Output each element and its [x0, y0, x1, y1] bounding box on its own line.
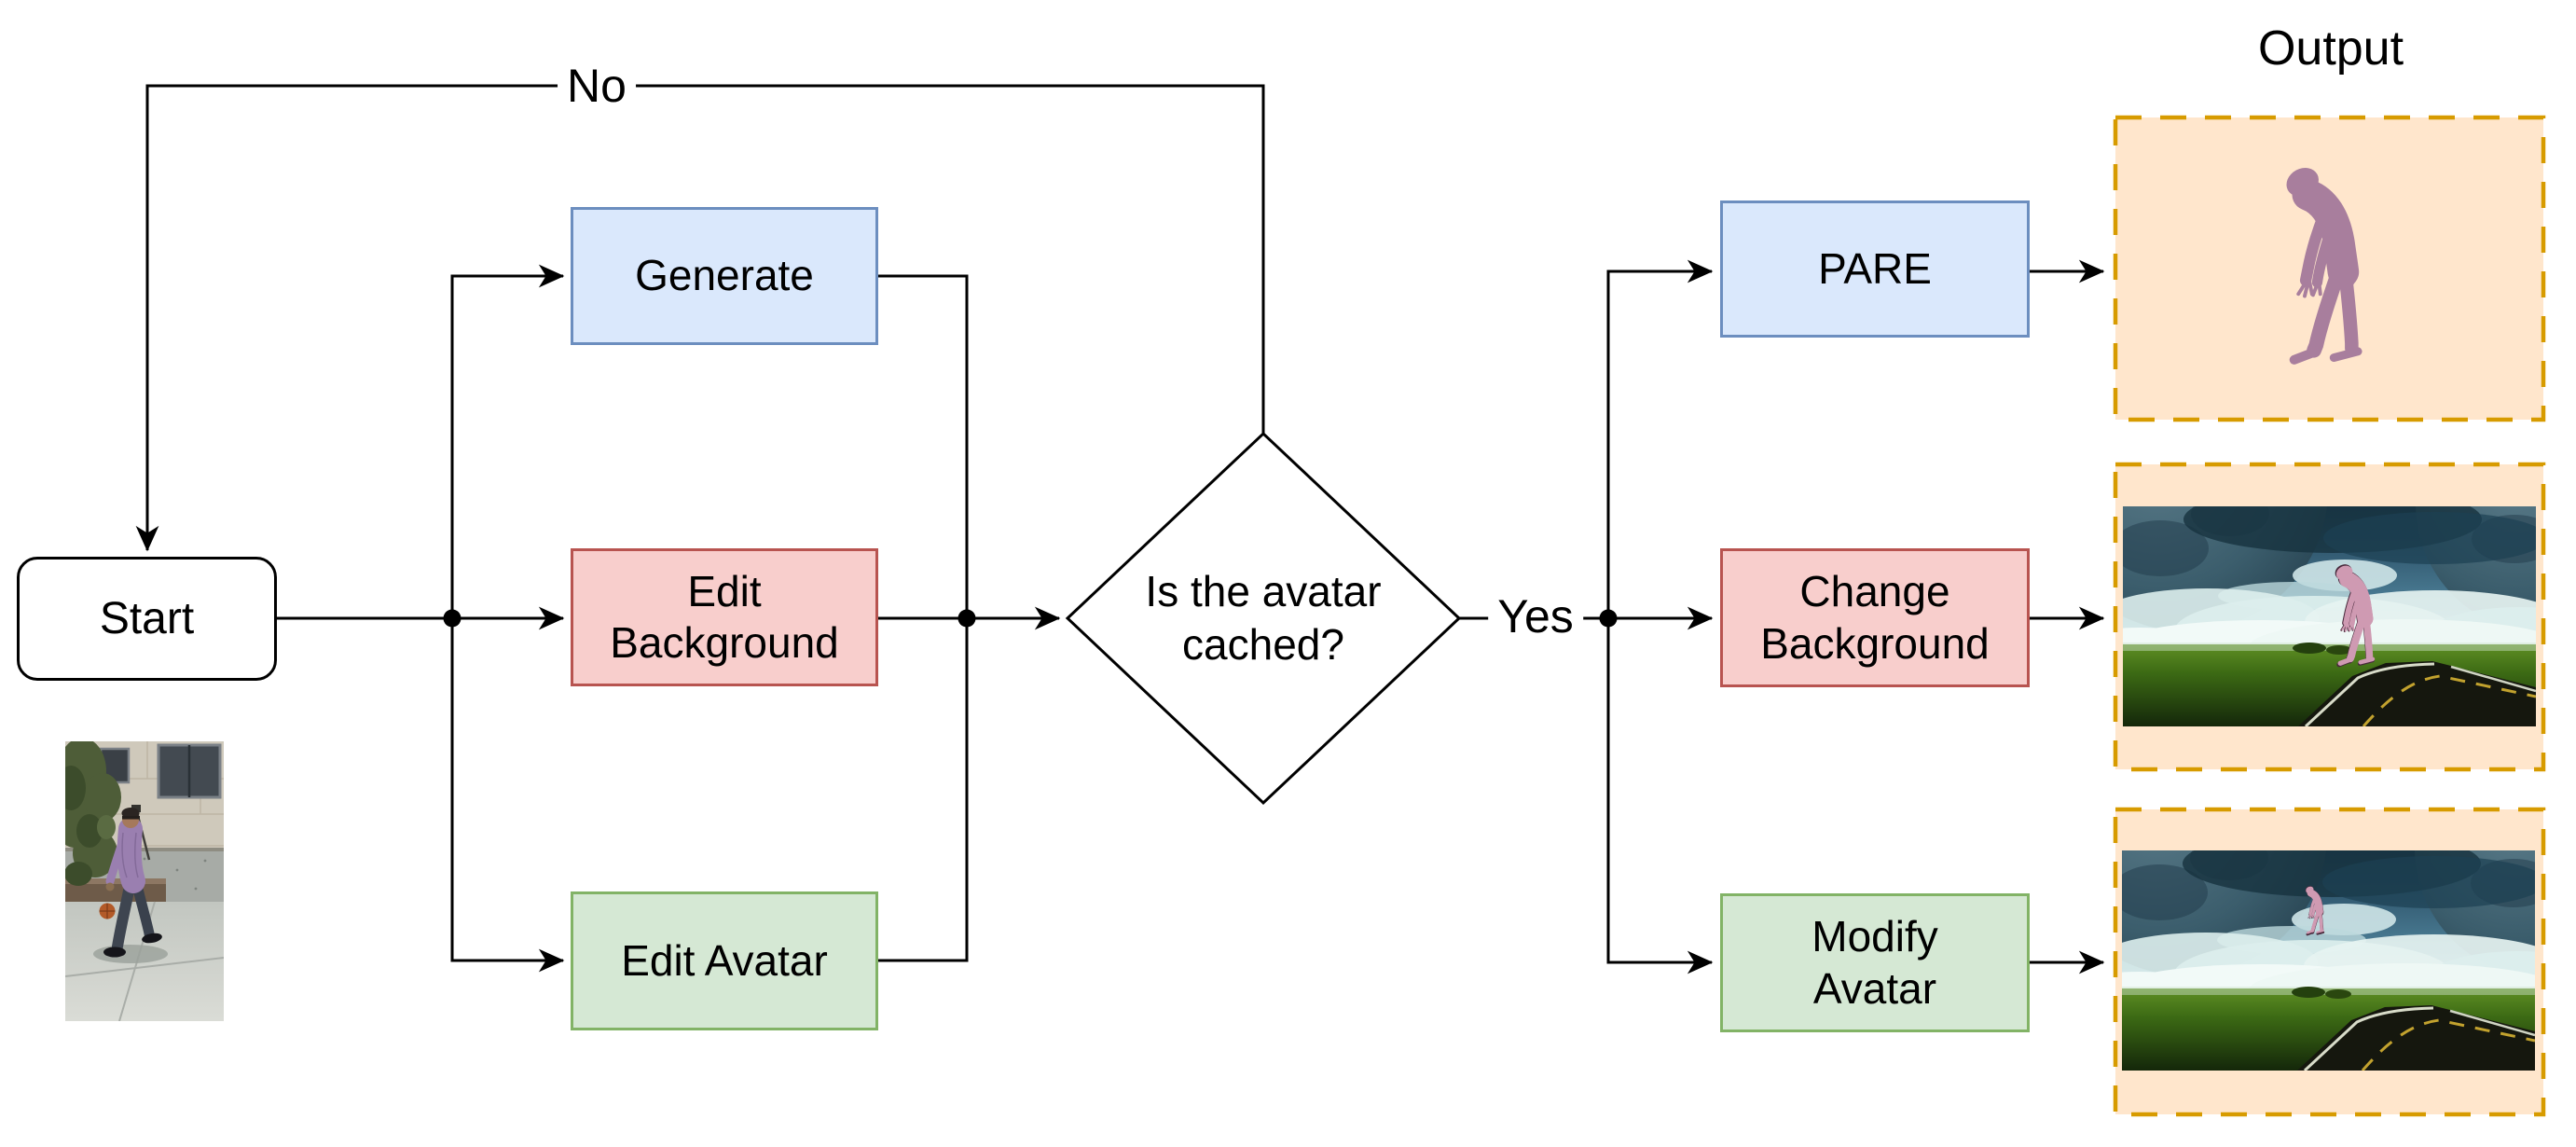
edge-junction-to-editavatar	[450, 618, 565, 973]
edge-editavatar-to-merge	[878, 621, 969, 962]
start-label: Start	[99, 593, 195, 643]
yes-edge-label: Yes	[1488, 589, 1583, 643]
junction-dot-left	[443, 609, 461, 628]
pare-output-image	[2113, 115, 2546, 422]
output-panel-change-background	[2113, 462, 2546, 772]
decision-label: Is the avatar cached?	[1145, 566, 1382, 670]
start-node: Start	[17, 557, 277, 681]
modify-avatar-node: Modify Avatar	[1720, 893, 2030, 1032]
junction-dot-right	[1599, 609, 1618, 628]
edit-avatar-node: Edit Avatar	[571, 891, 878, 1030]
edit-background-label: Edit Background	[610, 566, 839, 667]
modify-avatar-label: Modify Avatar	[1811, 912, 1938, 1013]
change-background-label: Change Background	[1760, 567, 1990, 668]
edge-generate-to-merge	[878, 274, 969, 615]
pare-label: PARE	[1818, 243, 1932, 293]
decision-diamond	[1065, 431, 1462, 806]
change-background-output-image	[2113, 462, 2546, 772]
edit-background-node: Edit Background	[571, 548, 878, 686]
edge-no-loop-to-start	[135, 84, 1265, 552]
edge-yes-to-pare	[1606, 259, 1714, 618]
output-panel-pare	[2113, 115, 2546, 422]
basketball-photo	[65, 741, 224, 1021]
modify-avatar-output-image	[2113, 807, 2546, 1117]
output-panel-modify-avatar	[2113, 807, 2546, 1117]
generate-label: Generate	[635, 251, 814, 300]
input-video-frame	[65, 741, 224, 1021]
generate-node: Generate	[571, 207, 878, 345]
change-background-node: Change Background	[1720, 548, 2030, 687]
output-title: Output	[2257, 21, 2404, 76]
edge-junction-to-generate	[450, 264, 565, 618]
pare-node: PARE	[1720, 200, 2030, 338]
junction-dot-merge	[957, 609, 976, 628]
person-figure	[103, 808, 162, 958]
no-edge-label: No	[558, 59, 636, 113]
edit-avatar-label: Edit Avatar	[621, 935, 828, 985]
edge-yes-to-modifyavatar	[1606, 618, 1714, 974]
